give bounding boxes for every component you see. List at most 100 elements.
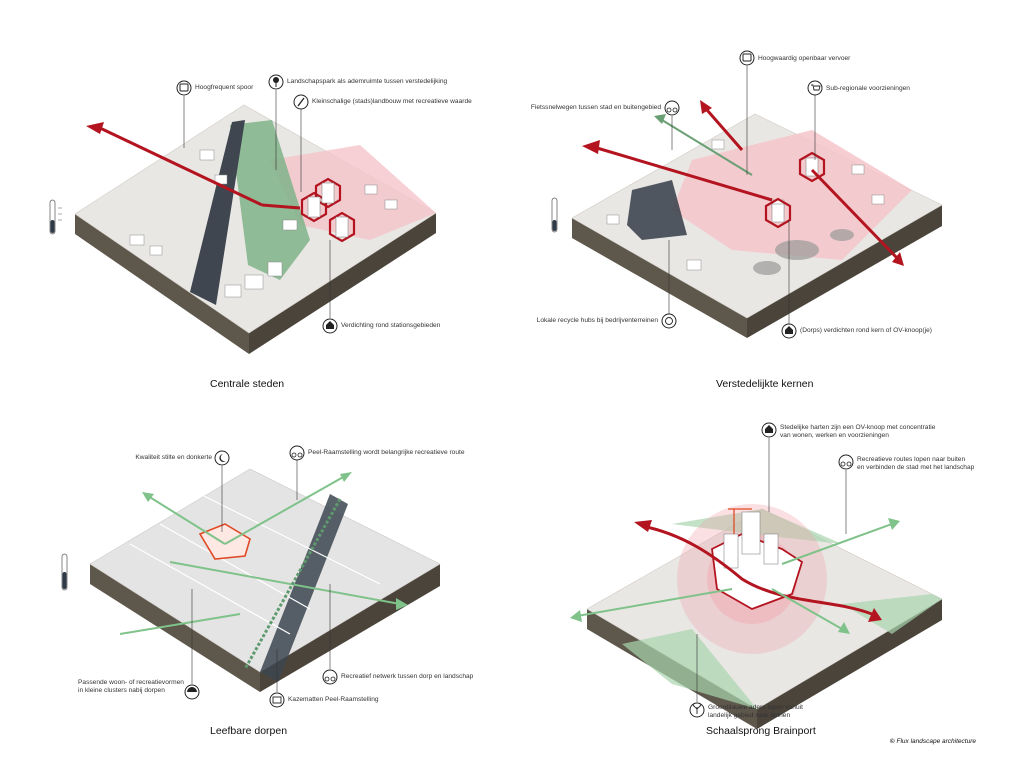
bike-icon	[838, 454, 854, 470]
ov-arrow-west	[582, 140, 600, 154]
construction-cranes	[728, 508, 752, 534]
soil-right-face	[757, 599, 942, 729]
label-harten-2: van wonen, werken en voorzieningen	[780, 432, 889, 439]
ov-arrow-south	[892, 252, 904, 266]
soil-left-face	[572, 218, 747, 338]
leader-lines	[668, 66, 816, 324]
ov-line-west	[596, 146, 773, 202]
peel-raamstelling	[243, 498, 342, 670]
rail-line	[99, 126, 263, 207]
river	[190, 120, 245, 305]
label-netwerk: Recreatief netwerk tussen dorp en landsc…	[341, 673, 474, 680]
green-area-south	[622, 629, 757, 709]
soil-right-face	[747, 205, 942, 338]
ov-line-north	[705, 109, 744, 151]
label-aders-1: Groenblauwe aders lopen vanuit	[708, 704, 803, 711]
depth-gauge	[61, 553, 68, 591]
label-routes-1: Recreatieve routes lopen naar buiten	[857, 456, 966, 463]
label-ov: Hoogwaardig openbaar vervoer	[758, 55, 851, 62]
panel-schaalsprong-brainport: Stedelijke harten zijn een OV-knoop met …	[512, 384, 1024, 767]
bus-icon	[739, 50, 755, 66]
label-wonen-1: Passende woon- of recreatievormen	[78, 679, 184, 686]
label-kern: (Dorps) verdichten rond kern of OV-knoop…	[800, 327, 932, 334]
label-harten-1: Stedelijke harten zijn een OV-knoop met …	[780, 424, 936, 431]
diagram-leefbare-dorpen	[61, 445, 441, 708]
label-landschapspark: Landschapspark als ademruimte tussen ver…	[287, 78, 448, 85]
village-cluster	[198, 523, 251, 560]
rail-arrow-head	[86, 122, 104, 134]
shovel-icon	[293, 94, 309, 110]
soil-left-face	[90, 564, 260, 692]
panel-title: Leefbare dorpen	[210, 725, 288, 737]
monument-icon	[269, 692, 285, 708]
diagram-verstedelijkte-kernen	[551, 50, 943, 339]
ov-line-south	[810, 168, 899, 260]
bus-icon	[176, 80, 192, 96]
label-verdichting: Verdichting rond stationsgebieden	[341, 322, 441, 329]
leader-lines	[191, 460, 331, 692]
diagram-centrale-steden	[49, 74, 437, 354]
recreation-routes	[576, 523, 893, 630]
label-fiets: Fietssnelwegen tussen stad en buitengebi…	[530, 104, 661, 111]
label-routes-2: en verbinden de stad met het landschap	[857, 464, 975, 471]
leader-lines	[696, 438, 847, 702]
label-wonen-2: in kleine clusters nabij dorpen	[78, 687, 165, 694]
depth-gauge	[551, 197, 558, 233]
river	[627, 180, 687, 240]
label-kazematten: Kazematten Peel-Raamstelling	[288, 696, 379, 703]
ov-arrow-north	[700, 100, 712, 114]
soil-left-face	[75, 214, 249, 354]
panel-title: Schaalsprong Brainport	[706, 725, 816, 737]
rail-line-end	[261, 203, 301, 210]
ov-line	[641, 524, 873, 616]
label-peel: Peel-Raamstelling wordt belangrijke recr…	[308, 449, 465, 456]
house-icon	[761, 422, 777, 438]
ov-arrow-west	[634, 520, 652, 532]
depth-gauge	[49, 199, 62, 235]
panel-leefbare-dorpen: Kwaliteit stilte en donkerte Peel-Raamst…	[0, 384, 512, 767]
umbrella-icon	[184, 684, 200, 700]
ground-surface	[89, 468, 441, 673]
recycle-icon	[661, 313, 677, 329]
house-icon	[781, 323, 797, 339]
label-landbouw: Kleinschalige (stads)landbouw met recrea…	[312, 98, 472, 105]
cart-icon	[807, 80, 823, 96]
soil-right-face	[249, 213, 436, 354]
credit-text: Flux landscape architecture	[896, 738, 977, 745]
soil-right-face	[260, 564, 440, 692]
diagram-schaalsprong-brainport	[570, 422, 943, 729]
panel-centrale-steden: Hoogfrequent spoor Landschapspark als ad…	[0, 0, 512, 390]
tower-blocks	[723, 511, 779, 569]
bike-icon	[322, 669, 338, 685]
green-area-east	[842, 594, 942, 634]
bike-icon	[664, 100, 680, 116]
cycle-route	[661, 119, 753, 176]
tree-icon	[268, 74, 284, 90]
credit: © Flux landscape architecture	[890, 738, 976, 745]
leader-lines	[183, 90, 331, 318]
label-spoor: Hoogfrequent spoor	[195, 84, 254, 91]
route-arrow-heads	[142, 472, 408, 610]
panel-verstedelijkte-kernen: Hoogwaardig openbaar vervoer Sub-regiona…	[512, 0, 1024, 390]
label-voorzieningen: Sub-regionale voorzieningen	[826, 85, 910, 92]
core-hexagons	[764, 151, 826, 229]
trees	[753, 229, 854, 275]
cycle-arrow-head	[654, 114, 666, 124]
moon-icon	[214, 450, 230, 466]
route-arrow-heads	[570, 518, 900, 634]
house-icon	[322, 318, 338, 334]
ov-arrow-east	[868, 608, 882, 622]
buildings	[129, 149, 398, 298]
green-park	[230, 120, 310, 280]
copyright-symbol: ©	[889, 738, 895, 745]
bike-icon	[289, 445, 305, 461]
recreation-routes	[119, 475, 401, 635]
panel-title: Verstedelijkte kernen	[716, 378, 814, 390]
label-recycle: Lokale recycle hubs bij bedrijventerrein…	[536, 317, 658, 324]
plant-icon	[689, 702, 705, 718]
tall-buildings	[307, 182, 349, 238]
label-aders-2: landelijk gebied naar binnen	[708, 712, 791, 719]
canal	[260, 494, 348, 682]
panel-title: Centrale steden	[210, 378, 285, 390]
label-stilte: Kwaliteit stilte en donkerte	[135, 454, 212, 461]
